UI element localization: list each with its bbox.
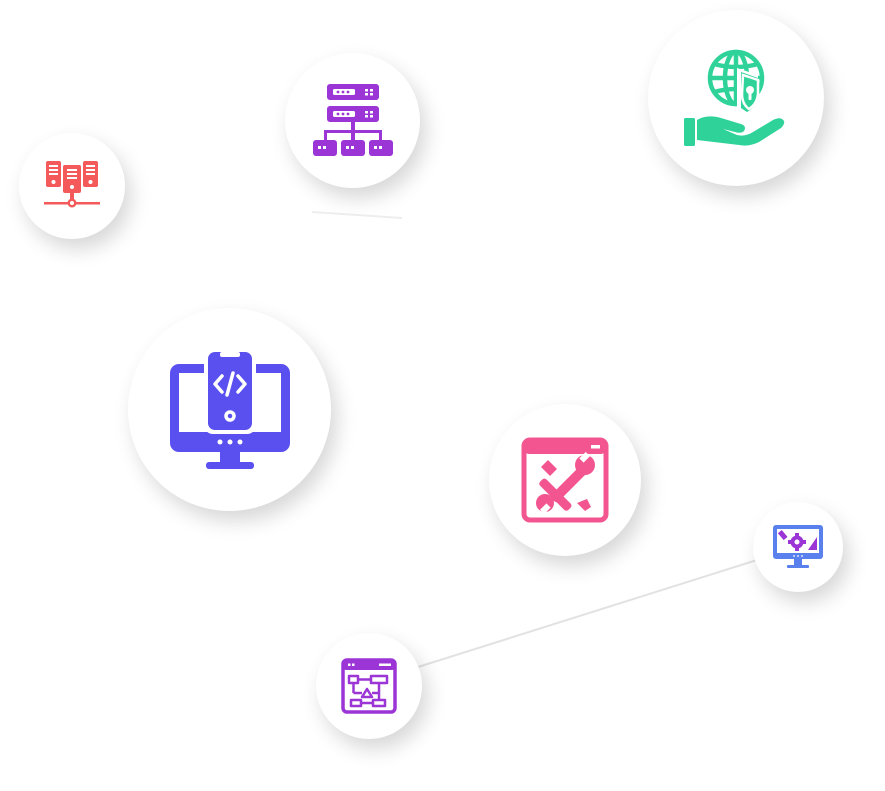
server-hierarchy-node[interactable] — [285, 53, 420, 188]
server-network-node[interactable] — [19, 133, 125, 239]
server-network-icon — [44, 161, 100, 208]
flowchart-window-node[interactable] — [316, 633, 422, 739]
tools-window-icon — [521, 437, 609, 523]
app-development-node[interactable] — [128, 308, 331, 511]
monitor-settings-node[interactable] — [753, 502, 843, 592]
connector-line — [311, 211, 403, 219]
connector-line — [417, 559, 758, 668]
flowchart-window-icon — [341, 658, 397, 714]
globe-protect-icon — [684, 49, 785, 146]
server-hierarchy-icon — [312, 83, 393, 156]
globe-protect-node[interactable] — [648, 10, 824, 186]
monitor-settings-icon — [773, 525, 823, 568]
app-development-icon — [169, 347, 290, 469]
tools-window-node[interactable] — [489, 404, 641, 556]
